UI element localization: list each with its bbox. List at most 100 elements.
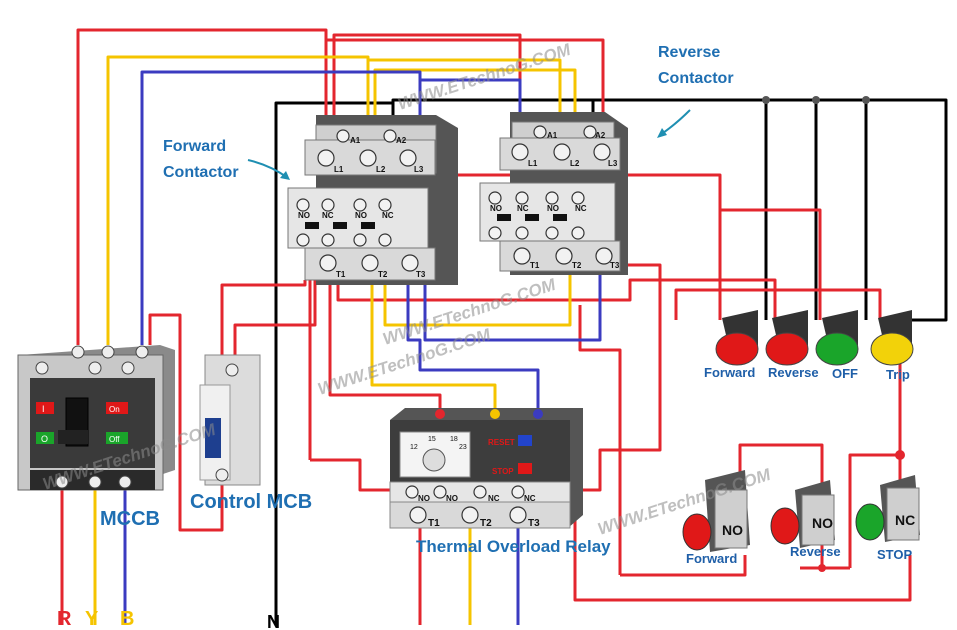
control-mcb-feed	[148, 313, 224, 532]
forward-button-out	[620, 555, 747, 577]
svg-text:On: On	[109, 405, 120, 414]
reverse-l1-label: L1	[528, 159, 538, 168]
mccb-off-indicator	[36, 432, 54, 444]
forward-push-button[interactable]: NO Forward	[682, 470, 750, 566]
reverse-t2-label: T2	[572, 261, 582, 270]
forward-l3-label: L3	[414, 165, 424, 174]
reverse-aux-no-1	[488, 191, 502, 205]
reverse-l3-label: L3	[608, 159, 618, 168]
forward-nc-label-2: NC	[382, 211, 394, 220]
control-feed-2	[220, 280, 307, 370]
y-phase-reverse	[366, 57, 562, 140]
svg-text:T2: T2	[480, 518, 492, 529]
forward-l2-terminal	[359, 149, 377, 167]
forward-t2-terminal	[361, 254, 379, 272]
forward-a2-label: A2	[396, 136, 407, 145]
junction-dot	[818, 564, 826, 572]
junction-dot	[812, 96, 820, 104]
push-buttons: NO Forward NO Reverse NC STOP	[682, 470, 920, 566]
control-mcb-label: Control MCB	[190, 491, 312, 513]
stop-button-wire	[573, 480, 912, 602]
forward-l2-label: L2	[376, 165, 386, 174]
forward-contactor: A1 A2 L1 L2 L3 NO NC NO NC T1 T2 T3	[287, 115, 458, 285]
reverse-a1-label: A1	[547, 131, 558, 140]
mccb-breaker: I O On Off	[17, 345, 175, 491]
forward-aux-no-1	[296, 198, 310, 212]
reverse-t3-terminal	[595, 247, 613, 265]
trip-lamp: Trip	[870, 310, 914, 382]
control-mcb	[199, 354, 261, 486]
overload-stop-button[interactable]	[518, 463, 532, 474]
svg-text:T1: T1	[428, 518, 440, 529]
forward-t3-label: T3	[416, 270, 426, 279]
overload-stop-label: STOP	[492, 467, 514, 476]
forward-lamp: Forward	[704, 310, 759, 380]
forward-a1-label: A1	[350, 136, 361, 145]
svg-text:I: I	[42, 404, 45, 414]
reverse-aux-no-2	[515, 191, 529, 205]
t2-to-overload	[370, 275, 497, 410]
junction-dot	[862, 96, 870, 104]
thermal-overload-label: Thermal Overload Relay	[416, 537, 611, 556]
thermal-overload-relay: 15 18 12 23 RESET STOP NO NO NC NC T1 T2…	[389, 408, 583, 529]
stop-push-button[interactable]: NC STOP	[855, 475, 920, 562]
phase-b-label: B	[120, 608, 134, 630]
reverse-t2-terminal	[555, 247, 573, 265]
reverse-l1-terminal	[511, 143, 529, 161]
svg-text:NO: NO	[722, 522, 743, 538]
r-phase-forward	[76, 28, 328, 345]
r-phase-reverse	[324, 30, 605, 140]
trip-lamp-label: Trip	[886, 367, 910, 382]
junction-dot	[762, 96, 770, 104]
stop-feed	[848, 453, 902, 568]
reverse-pointer-arrow	[659, 109, 691, 136]
overload-reset-button[interactable]	[518, 435, 532, 446]
reverse-t3-wire	[423, 265, 602, 342]
svg-text:NC: NC	[488, 494, 500, 503]
forward-aux-nc-2	[378, 198, 392, 212]
forward-lamp-wire	[336, 270, 777, 320]
svg-text:Off: Off	[109, 435, 120, 444]
svg-text:12: 12	[410, 444, 418, 451]
off-lamp: OFF	[815, 310, 859, 381]
forward-t1-terminal	[319, 254, 337, 272]
forward-aux-no-2	[321, 198, 335, 212]
reverse-nc-label-2: NC	[575, 204, 587, 213]
reverse-lamp: Reverse	[765, 310, 819, 380]
reverse-lamp-label: Reverse	[768, 365, 819, 380]
t1-to-overload	[328, 275, 442, 410]
forward-no-label: NO	[298, 211, 310, 220]
reverse-contactor: A1 A2 L1 L2 L3 NO NC NO NC T1 T2 T3	[479, 112, 628, 275]
forward-button-label: Forward	[686, 551, 737, 566]
reverse-a2-label: A2	[595, 131, 606, 140]
forward-t3-terminal	[401, 254, 419, 272]
svg-text:NC: NC	[895, 512, 915, 528]
overload-current-dial[interactable]	[422, 448, 446, 472]
forward-l1-terminal	[317, 149, 335, 167]
y-phase-forward	[106, 55, 370, 345]
overload-reset-label: RESET	[488, 438, 515, 447]
reverse-l2-terminal	[553, 143, 571, 161]
reverse-contactor-label-1: Reverse	[658, 44, 720, 61]
reverse-push-button[interactable]: NO Reverse	[770, 480, 841, 559]
svg-text:23: 23	[459, 444, 467, 451]
y-cross	[373, 68, 577, 150]
reverse-aux-nc-1	[545, 191, 559, 205]
reverse-no-label: NO	[490, 204, 502, 213]
forward-l3-terminal	[399, 149, 417, 167]
forward-nc-label: NC	[322, 211, 334, 220]
svg-text:NO: NO	[418, 494, 430, 503]
t3-to-overload	[406, 270, 540, 410]
reverse-t1-label: T1	[530, 261, 540, 270]
forward-button-wire	[578, 305, 622, 575]
watermark-text: WWW.ETechnoG.COM	[395, 40, 573, 114]
mccb-on-indicator	[36, 402, 54, 414]
interlock-wire-2	[674, 288, 882, 320]
stop-button-label: STOP	[877, 547, 912, 562]
forward-contactor-label-2: Contactor	[163, 164, 239, 181]
reverse-aux-nc-2	[571, 191, 585, 205]
reverse-a1-terminal	[533, 125, 547, 139]
forward-a2-terminal	[383, 129, 397, 143]
control-mcb-toggle[interactable]	[205, 418, 221, 458]
